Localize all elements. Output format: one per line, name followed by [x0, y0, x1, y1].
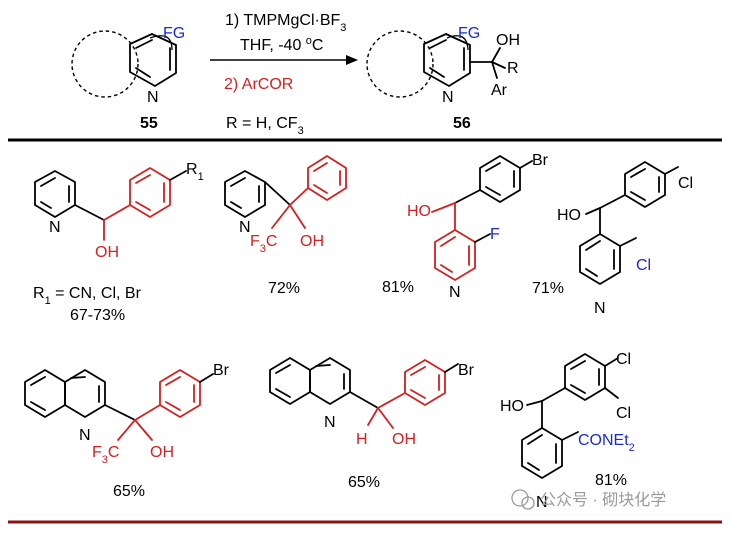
product-3: Br HO F N 81% — [382, 152, 549, 301]
product-56: FG OH R Ar N 56 — [366, 25, 520, 132]
amide-label: CONEt2 — [578, 432, 635, 454]
oh-label: OH — [95, 244, 119, 261]
n-label: N — [147, 89, 159, 106]
r1-label: R1 — [186, 161, 204, 183]
n-label: N — [239, 219, 251, 236]
cf3-label: F3C — [92, 444, 119, 466]
oh-label: OH — [300, 233, 324, 250]
yield-label: 65% — [348, 474, 380, 491]
n-label: N — [49, 219, 61, 236]
product-7: Cl Cl HO CONEt2 N 81% — [500, 351, 635, 511]
product-5: N F3C OH Br 65% — [24, 362, 230, 500]
cf3-label: F3C — [250, 233, 277, 255]
r-definition: R = H, CF3 — [226, 115, 304, 137]
ar-label: Ar — [491, 82, 508, 99]
reagent-step2: 2) ArCOR — [224, 76, 293, 93]
arrowhead-icon — [346, 55, 358, 65]
pyridine-ring — [129, 33, 177, 87]
yield-label: 72% — [268, 280, 300, 297]
compound-label-56: 56 — [453, 115, 471, 132]
product-1: N OH R1 R1 = CN, Cl, Br 67-73% — [33, 161, 204, 324]
br-label: Br — [532, 152, 549, 169]
starting-material-55: FG N 55 — [71, 25, 185, 132]
cl-label: Cl — [678, 175, 693, 192]
r1-definition: R1 = CN, Cl, Br — [33, 285, 142, 307]
yield-label: 65% — [113, 483, 145, 500]
yield-label: 71% — [532, 280, 564, 297]
br-label: Br — [213, 362, 230, 379]
n-label: N — [536, 494, 548, 511]
generic-fused-ring — [366, 30, 434, 98]
pyridine-ring — [423, 33, 471, 87]
product-4: Cl HO Cl N 71% — [532, 161, 693, 317]
yield-label: 67-73% — [70, 307, 125, 324]
watermark: 公众号 · 砌块化学 — [511, 489, 666, 510]
cl-label-2: Cl — [616, 405, 631, 422]
oh-label: OH — [392, 431, 416, 448]
watermark-text: 公众号 · 砌块化学 — [540, 491, 666, 509]
product-6: N H OH Br 65% — [269, 357, 475, 491]
h-label: H — [356, 431, 368, 448]
f-label: F — [490, 226, 500, 243]
fg-label: FG — [458, 25, 480, 42]
n-label: N — [449, 284, 461, 301]
n-label: N — [79, 427, 91, 444]
product-2: N F3C OH 72% — [224, 155, 347, 297]
n-label: N — [324, 414, 336, 431]
reaction-arrow-group: 1) TMPMgCl·BF3 THF, -40 oC 2) ArCOR R = … — [210, 12, 358, 137]
ho-label: HO — [407, 203, 431, 220]
oh-label: OH — [496, 32, 520, 49]
cl-label-2: Cl — [636, 257, 651, 274]
reagent-conditions: THF, -40 oC — [240, 35, 323, 54]
compound-label-55: 55 — [140, 115, 158, 132]
n-label: N — [594, 300, 606, 317]
wechat-icon — [511, 489, 529, 507]
yield-label: 81% — [595, 472, 627, 489]
r-label: R — [507, 60, 519, 77]
cl-label-1: Cl — [616, 351, 631, 368]
reagent-step1: 1) TMPMgCl·BF3 — [225, 12, 346, 34]
ho-label: HO — [557, 207, 581, 224]
generic-fused-ring — [71, 30, 139, 98]
yield-label: 81% — [382, 279, 414, 296]
oh-label: OH — [150, 444, 174, 461]
fg-locant-arc — [149, 35, 173, 51]
n-label: N — [442, 89, 454, 106]
br-label: Br — [458, 362, 475, 379]
ho-label: HO — [500, 398, 524, 415]
fg-label: FG — [163, 25, 185, 42]
